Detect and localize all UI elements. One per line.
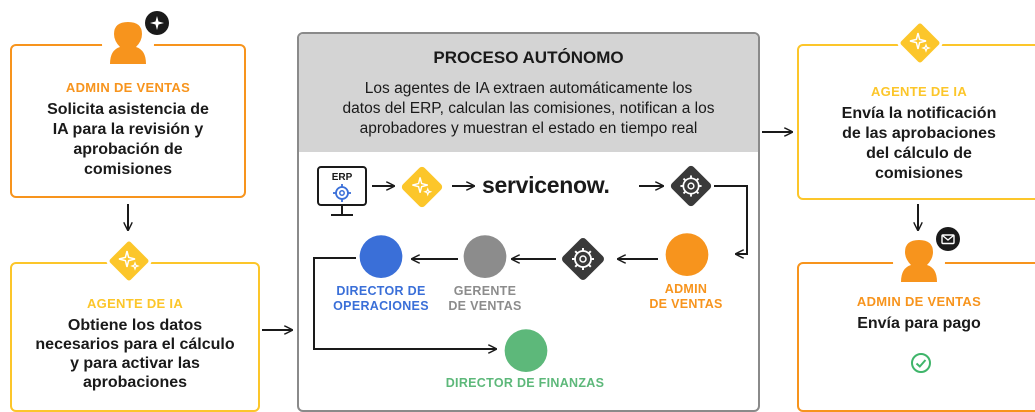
arrow-right: [452, 178, 478, 194]
role-label: AGENTE DE IA: [870, 84, 968, 99]
servicenow-logo: servicenow.: [482, 172, 610, 198]
arrow-left: [408, 251, 458, 267]
arrow-left: [508, 251, 556, 267]
gear-diamond-icon: [562, 238, 604, 280]
person-icon: [463, 235, 507, 278]
ai-sparkle-diamond-icon: [106, 238, 152, 284]
arrow-right: [639, 178, 667, 194]
role-label: AGENTE DE IA: [86, 296, 184, 311]
mail-badge-icon: [936, 227, 960, 251]
arrow-left: [614, 251, 658, 267]
process-header: [299, 34, 758, 152]
person-icon: [359, 235, 403, 278]
check-circle-icon: [911, 353, 931, 373]
person-icon: [893, 236, 945, 288]
admin-ventas-label: ADMIN DE VENTAS: [649, 282, 723, 311]
arrow-down: [906, 204, 930, 234]
person-icon: [102, 18, 154, 70]
card-description: Envía para pago: [857, 315, 981, 332]
connector-arrow: [714, 185, 748, 262]
ai-sparkle-diamond-icon: [897, 20, 943, 66]
card-agente-ia-envia: AGENTE DE IA Envía la notificación de la…: [797, 44, 1035, 200]
connector-arrow: [313, 257, 510, 354]
arrow-right-into-process: [262, 320, 296, 340]
ai-sparkle-diamond-icon: [401, 166, 443, 208]
sparkle-badge-icon: [145, 11, 169, 35]
person-icon: [504, 329, 548, 372]
role-label: ADMIN DE VENTAS: [65, 80, 191, 95]
arrow-right: [372, 178, 398, 194]
gear-diamond-icon: [670, 165, 712, 207]
arrow-down: [116, 204, 140, 234]
card-description: Envía la notificación de las aprobacione…: [841, 105, 997, 182]
director-finanzas-label: DIRECTOR DE FINANZAS: [445, 376, 605, 390]
process-title: PROCESO AUTÓNOMO: [433, 48, 624, 67]
role-label: ADMIN DE VENTAS: [856, 294, 982, 309]
person-icon: [665, 233, 709, 276]
erp-monitor-icon: ERP: [316, 165, 368, 221]
card-description: Obtiene los datos necesarios para el cál…: [35, 317, 235, 391]
erp-label: ERP: [331, 172, 353, 183]
arrow-right-out-of-process: [762, 122, 796, 142]
gerente-ventas-label: GERENTE DE VENTAS: [448, 284, 522, 313]
card-description: Solicita asistencia de IA para la revisi…: [47, 101, 209, 178]
director-operaciones-label: DIRECTOR DE OPERACIONES: [333, 284, 429, 313]
process-description: Los agentes de IA extraen automáticament…: [342, 80, 715, 137]
